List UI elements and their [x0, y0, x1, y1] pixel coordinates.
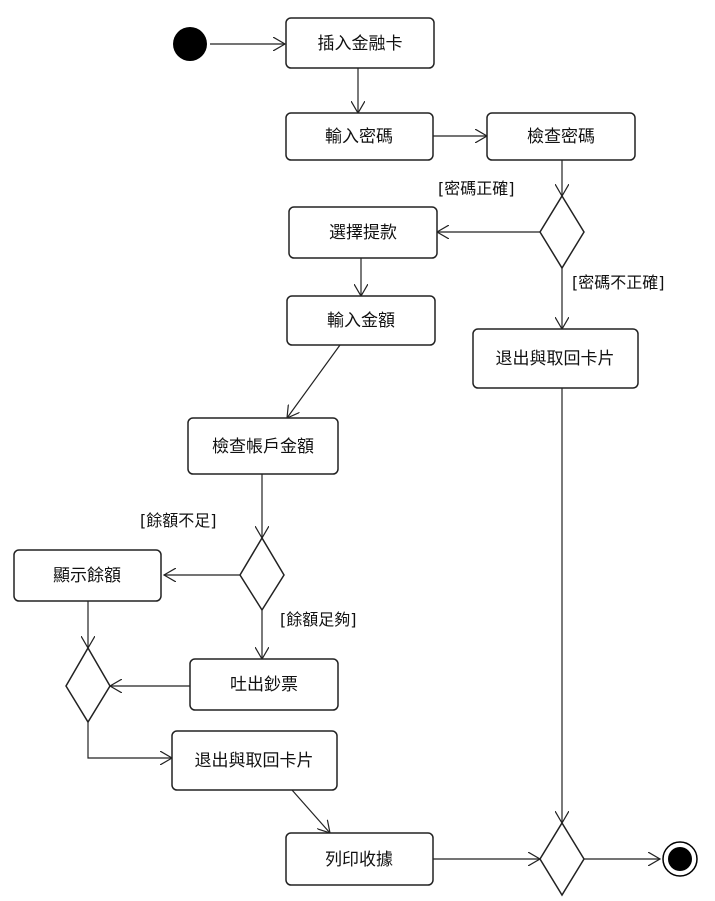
guard-pin-incorrect: [密碼不正確] [572, 273, 665, 292]
node-exit-card-left-label: 退出與取回卡片 [195, 751, 314, 771]
node-dispense-cash: 吐出鈔票 [189, 658, 339, 711]
node-print-receipt-label: 列印收據 [325, 850, 393, 870]
edge-amount-to-check-balance [287, 344, 341, 418]
node-check-pin: 檢查密碼 [486, 112, 636, 161]
node-select-withdraw: 選擇提款 [288, 206, 438, 259]
node-select-withdraw-label: 選擇提款 [329, 223, 397, 243]
node-enter-pin: 輸入密碼 [285, 112, 434, 161]
node-check-balance-label: 檢查帳戶金額 [212, 437, 314, 457]
join-final [539, 821, 585, 897]
node-dispense-cash-label: 吐出鈔票 [230, 675, 298, 695]
node-exit-card-right-label: 退出與取回卡片 [496, 349, 615, 369]
start-node [173, 27, 207, 61]
node-show-balance: 顯示餘額 [13, 549, 162, 602]
node-enter-amount-label: 輸入金額 [327, 311, 395, 331]
edge-merge-to-exit-left [87, 722, 172, 758]
node-check-pin-label: 檢查密碼 [527, 127, 595, 147]
node-exit-card-right: 退出與取回卡片 [472, 328, 639, 389]
node-insert-card-label: 插入金融卡 [318, 34, 403, 54]
merge-left [65, 646, 111, 724]
node-show-balance-label: 顯示餘額 [53, 566, 121, 586]
guard-balance-sufficient: [餘額足夠] [280, 610, 357, 629]
node-enter-amount: 輸入金額 [286, 295, 436, 346]
node-insert-card: 插入金融卡 [285, 17, 435, 69]
edges [88, 44, 660, 859]
edge-exit-left-to-print [291, 789, 330, 833]
decision-pin [539, 194, 585, 270]
end-node [662, 841, 698, 877]
decision-balance [239, 536, 285, 612]
guard-balance-insufficient: [餘額不足] [140, 511, 217, 530]
node-exit-card-left: 退出與取回卡片 [171, 730, 338, 791]
node-enter-pin-label: 輸入密碼 [325, 127, 393, 147]
guard-pin-correct: [密碼正確] [438, 179, 515, 198]
node-print-receipt: 列印收據 [285, 832, 434, 886]
node-check-balance: 檢查帳戶金額 [187, 417, 339, 475]
